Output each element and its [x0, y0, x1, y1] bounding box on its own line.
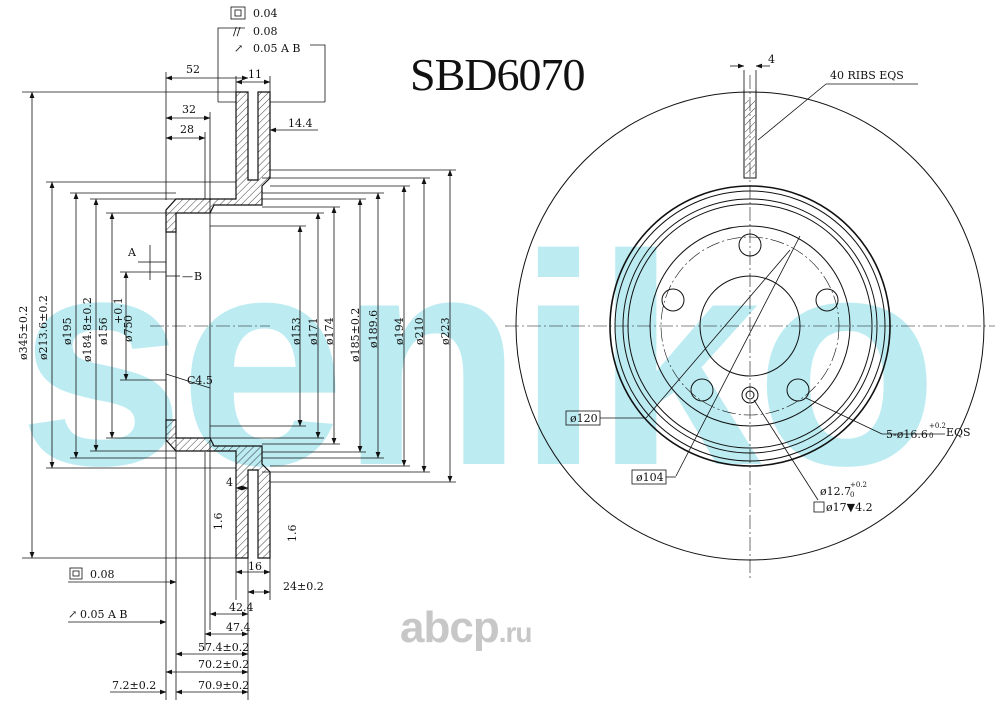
counterbore-label: ø17▼4.2: [826, 501, 873, 514]
braking-inner: [609, 185, 891, 467]
tol-75-upper: +0.1: [112, 297, 125, 324]
pilot-hole: [741, 386, 759, 404]
dim-42-4: 42.4: [229, 601, 254, 614]
bottom-runout: 0.05 A B: [80, 608, 128, 621]
dim-11: 11: [248, 68, 262, 81]
dim-d153: ø153: [290, 317, 303, 345]
pcd-120-label: ø120: [570, 412, 598, 425]
dim-1-6-left: 1.6: [212, 513, 225, 531]
runout-value: 0.05 A B: [253, 42, 301, 55]
dim-d345: ø345±0.2: [17, 306, 30, 360]
dim-d223: ø223: [439, 317, 452, 345]
datum-b-label: —: [182, 270, 193, 283]
dim-32: 32: [182, 103, 196, 116]
pilot-label: ø12.7: [820, 485, 851, 498]
svg-text:↗: ↗: [234, 42, 243, 55]
dim-70-2: 70.2±0.2: [198, 658, 249, 671]
rib-width: 4: [768, 53, 775, 66]
bottom-flatness: 0.08: [90, 568, 115, 581]
dim-d195: ø195: [61, 317, 74, 345]
bolt-tol-upper: +0.2: [929, 422, 946, 430]
chamfer-label: C4.5: [187, 374, 213, 387]
dim-4: 4: [226, 476, 233, 489]
dim-d171: ø171: [307, 317, 320, 345]
dim-1-6-right: 1.6: [286, 525, 299, 543]
front-view: 4 40 RIBS EQS ø120 ø104 5-ø16.6 +0.2 0 E…: [505, 53, 995, 578]
dim-d213-6: ø213.6±0.2: [37, 295, 50, 360]
dim-d210: ø210: [413, 317, 426, 345]
dim-d189-6: ø189.6: [367, 310, 380, 348]
brand-watermark: seniko: [18, 192, 938, 528]
tol-75-lower: 0: [122, 315, 135, 322]
bottom-frames: 0.08 ↗ 0.05 A B: [68, 567, 177, 625]
site-watermark: abcp.ru: [400, 603, 533, 652]
bolt-hole-2: [815, 288, 839, 312]
bolt-holes-label: 5-ø16.6: [886, 428, 928, 441]
dim-d184-8: ø184.8±0.2: [81, 297, 94, 362]
dim-52: 52: [186, 63, 200, 76]
svg-text:↗: ↗: [68, 608, 77, 621]
datum-a: A: [127, 246, 137, 259]
dim-16: 16: [248, 560, 262, 573]
dim-28: 28: [180, 123, 194, 136]
dim-d185: ø185±0.2: [349, 308, 362, 362]
dim-57-4: 57.4±0.2: [198, 641, 249, 654]
bolt-hole-1: [738, 233, 762, 257]
dim-14-4: 14.4: [288, 117, 313, 130]
bottom-dims: 24±0.2 42.4 47.4 57.4±0.2 70.2±0.2 70.9±…: [110, 440, 324, 700]
svg-text://: //: [233, 25, 241, 38]
bolt-suffix: EQS: [946, 426, 971, 439]
pcd-120: [660, 236, 840, 416]
part-number-title: SBD6070: [410, 49, 585, 100]
parallelism-value: 0.08: [253, 25, 278, 38]
top-dimensions: 52 11 32 28 14.4: [165, 63, 318, 213]
dim-7-2: 7.2±0.2: [112, 679, 156, 692]
dim-d75: ø75: [122, 321, 135, 342]
bolt-tol-lower: 0: [929, 432, 933, 440]
right-diameter-dims: ø153 ø171 ø174 ø185±0.2 ø189.6 ø194 ø210…: [210, 169, 456, 483]
bolt-hole-5: [661, 288, 685, 312]
left-diameter-dims: ø345±0.2 ø213.6±0.2 ø195 ø184.8±0.2 ø156…: [17, 91, 236, 559]
side-dims: 4 1.6 1.6 16: [212, 476, 299, 600]
center-bore: [699, 275, 801, 377]
site-watermark-suffix: .ru: [498, 617, 533, 648]
bolt-hole-4: [690, 378, 714, 402]
top-tolerance-frames: 0.04 // 0.08 ↗ 0.05 A B: [217, 6, 326, 103]
dim-47-4: 47.4: [226, 621, 251, 634]
datum-b: B: [194, 270, 202, 283]
dim-d194: ø194: [393, 317, 406, 345]
datums: A — B C4.5: [127, 245, 213, 389]
ribs-label: 40 RIBS EQS: [830, 69, 904, 82]
pilot-tol-lower: 0: [850, 491, 854, 499]
rotor-section-lower: [165, 419, 271, 559]
dim-d156: ø156: [97, 317, 110, 345]
outer-edge: [515, 91, 985, 561]
pilot-tol-upper: +0.2: [850, 481, 867, 489]
dim-d174: ø174: [323, 317, 336, 345]
flatness-value: 0.04: [253, 7, 278, 20]
dim-70-9: 70.9±0.2: [198, 679, 249, 692]
rib-slot: [743, 90, 757, 179]
pcd-104-label: ø104: [636, 471, 664, 484]
bolt-hole-3: [786, 378, 810, 402]
dim-24: 24±0.2: [283, 580, 324, 593]
site-watermark-main: abcp: [400, 603, 500, 652]
